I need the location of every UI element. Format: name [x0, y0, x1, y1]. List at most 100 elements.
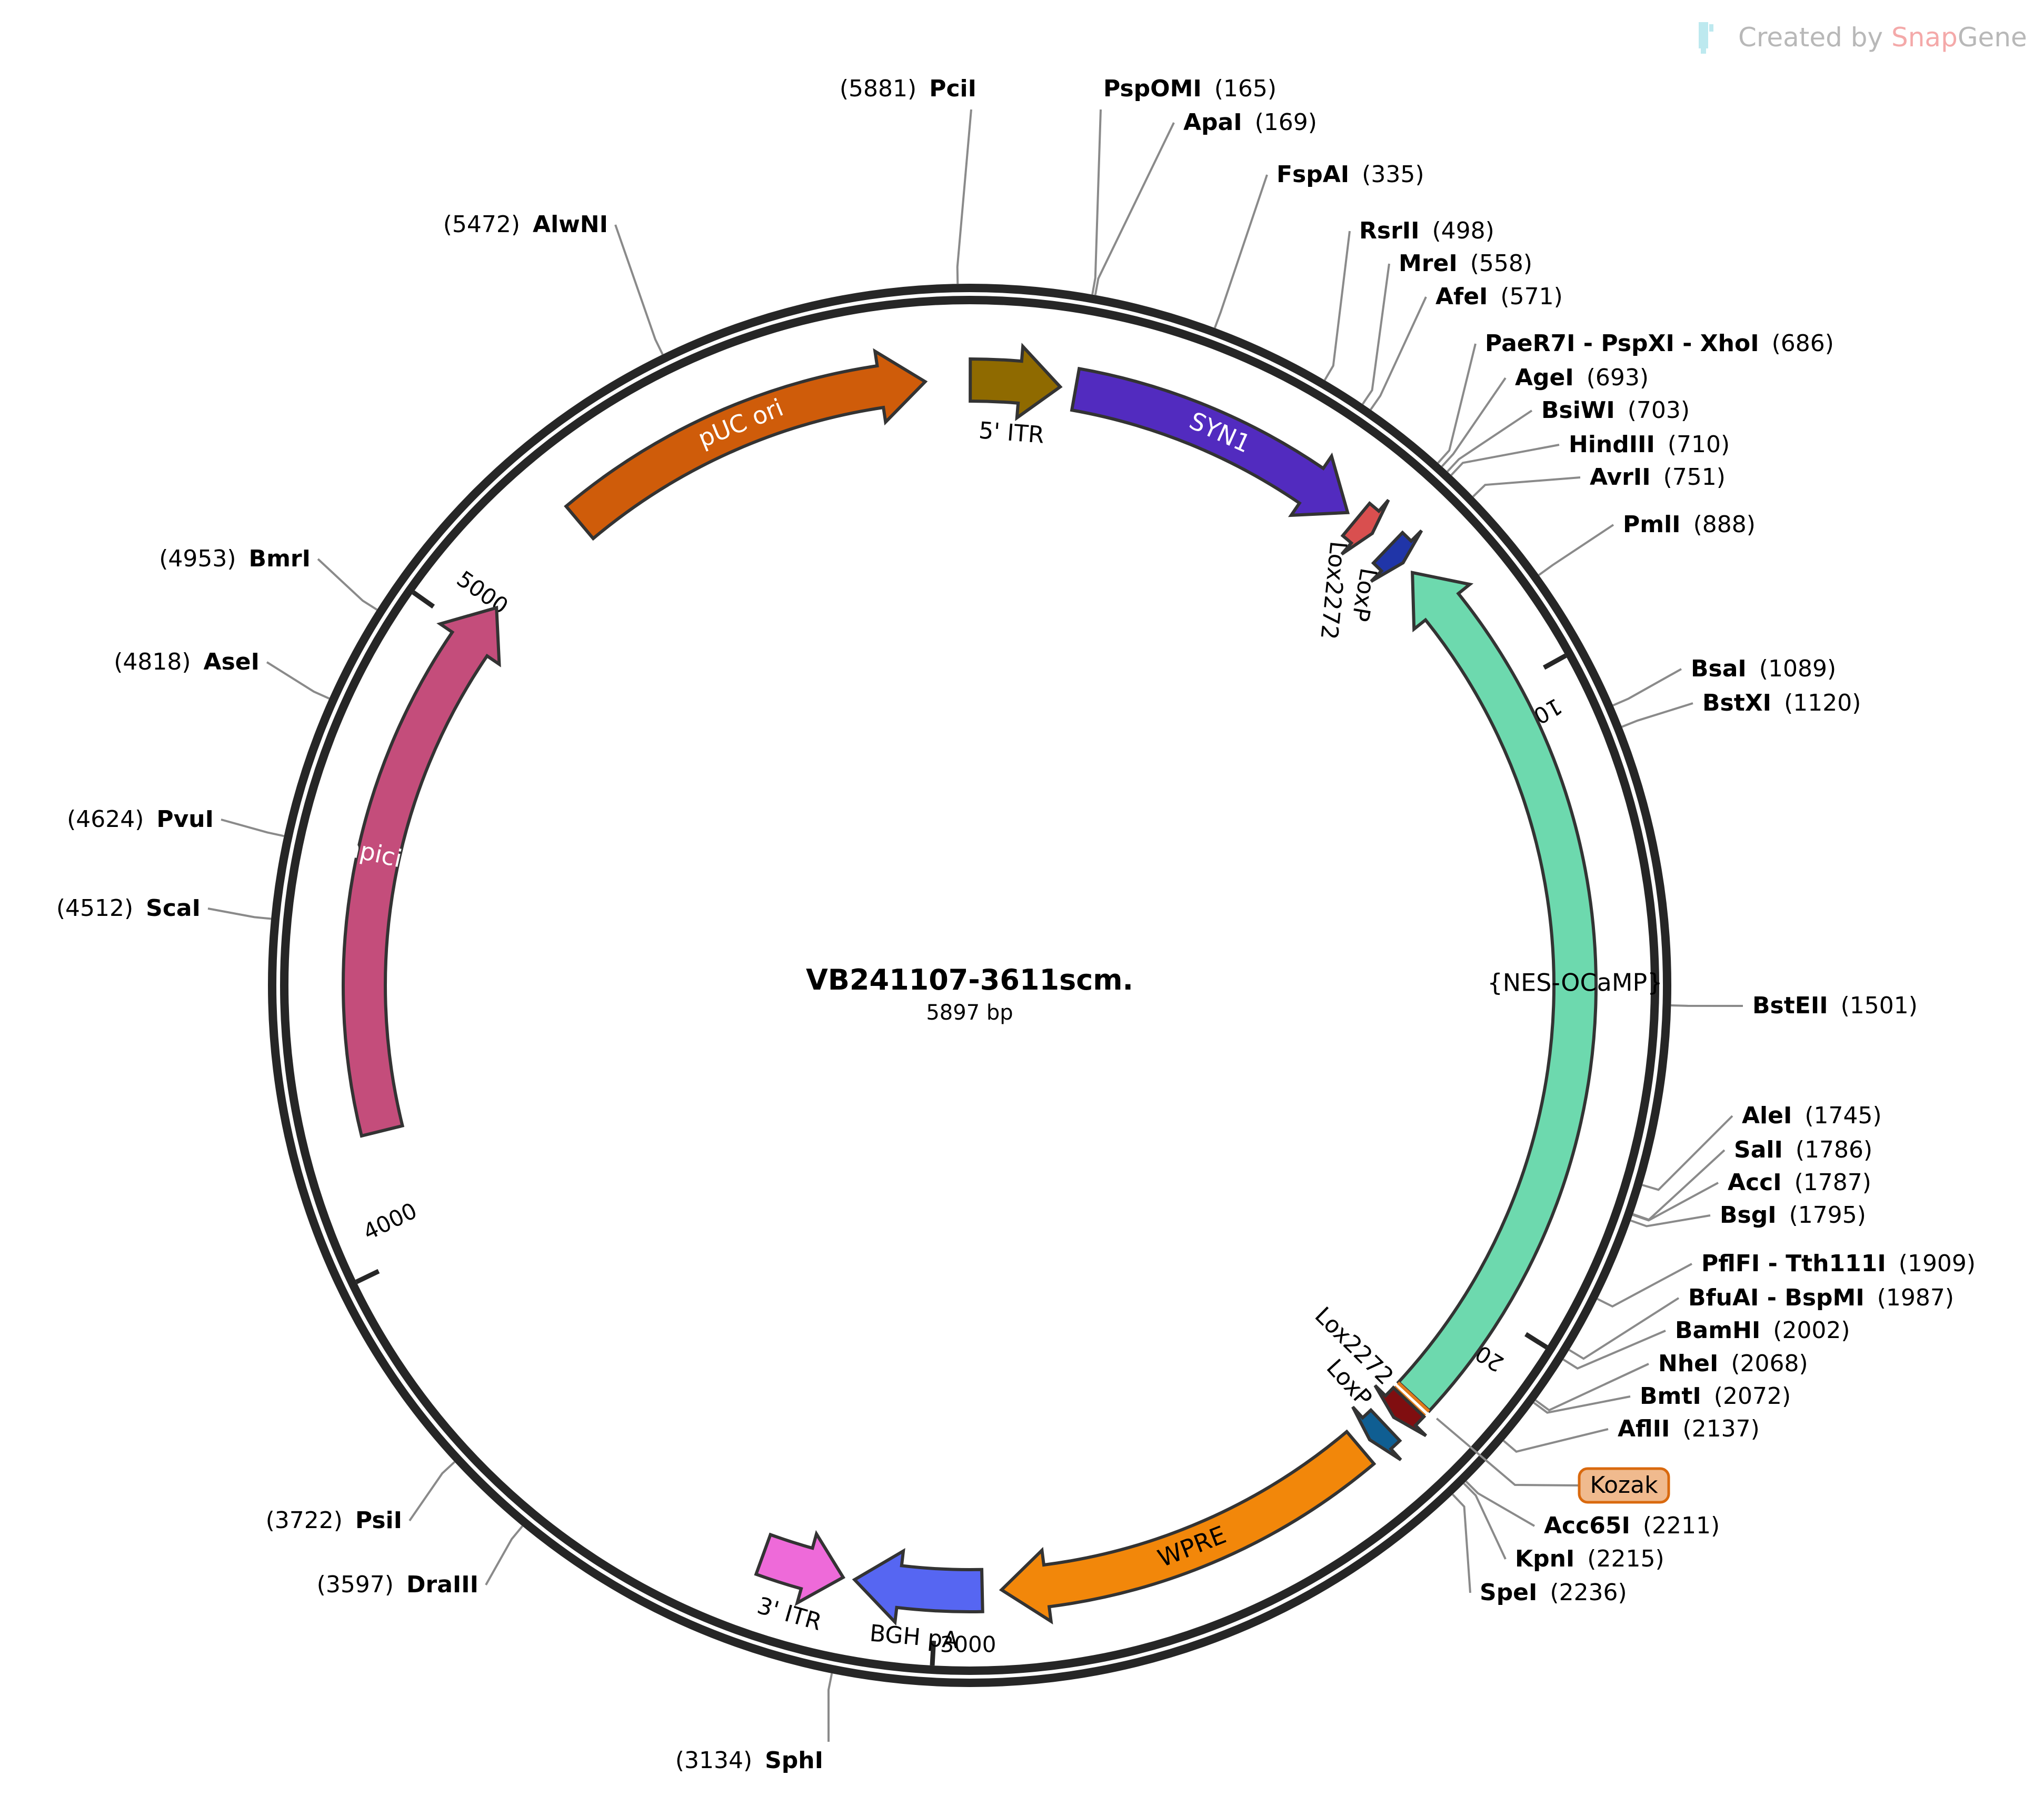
site-bsteii-position: (1501): [1841, 992, 1918, 1019]
site-pmli-position: (888): [1693, 511, 1756, 538]
site-bsteii-label[interactable]: BstEII (1501): [1752, 992, 1918, 1019]
site-psii-name: PsiI: [355, 1507, 402, 1534]
site-alei-label[interactable]: AleI(1745): [1742, 1102, 1882, 1129]
feature-puc-ori-12[interactable]: [564, 348, 928, 541]
site-scai-leader: [207, 907, 272, 920]
site-pvui-label[interactable]: (4624)PvuI: [67, 806, 214, 833]
site-sphi-name: SphI: [765, 1747, 823, 1774]
site-bstxi-leader: [1621, 702, 1693, 728]
site-apai-leader: [1094, 122, 1175, 295]
site-alwni-label[interactable]: (5472)AlwNI: [443, 211, 608, 238]
site-pmli-label[interactable]: PmlI (888): [1623, 511, 1756, 538]
backbone-inner-strand: [280, 296, 1659, 1675]
tick-label-4000: 4000: [359, 1198, 421, 1245]
site-acci-position: (1787): [1794, 1169, 1871, 1196]
site-bsiwi-label[interactable]: BsiWI (703): [1541, 397, 1690, 424]
site-afei-label[interactable]: AfeI(571): [1435, 283, 1563, 310]
site-bsgi-name: BsgI: [1720, 1202, 1777, 1229]
site-bsgi-label[interactable]: BsgI (1795): [1720, 1202, 1866, 1229]
tick-mark-1000: [1542, 653, 1567, 670]
site-psii-leader: [408, 1461, 455, 1522]
feature-3-itr-10[interactable]: [754, 1530, 845, 1607]
kozak-callout-box[interactable]: [1578, 1467, 1670, 1504]
site-bmti-label[interactable]: BmtI(2072): [1640, 1383, 1791, 1410]
site-bsai-label[interactable]: BsaI(1089): [1691, 655, 1836, 682]
site-sphi-label[interactable]: (3134)SphI: [675, 1747, 823, 1774]
site-pcii-label[interactable]: (5881)PciI: [840, 75, 976, 102]
site-bstxi-label[interactable]: BstXI(1120): [1702, 690, 1861, 716]
feature-lox2272-2[interactable]: [1340, 498, 1390, 556]
feature-loxp-7[interactable]: [1351, 1405, 1402, 1461]
site-asei-name: AseI: [204, 648, 260, 675]
site-rsrii-label[interactable]: RsrII (498): [1359, 217, 1494, 244]
site-bsiwi-leader: [1447, 410, 1533, 473]
site-bstxi-name: BstXI: [1702, 690, 1771, 716]
site-aflii-label[interactable]: AflII(2137): [1618, 1415, 1760, 1442]
feature-wpre-8[interactable]: [999, 1429, 1377, 1625]
site-draiii-name: DraIII: [406, 1571, 478, 1598]
feature-bgh-pa-9[interactable]: [852, 1548, 984, 1626]
site-bsiwi-position: (703): [1628, 397, 1690, 424]
site-bsiwi-name: BsiWI: [1541, 397, 1615, 424]
site-sali-label[interactable]: SalI(1786): [1734, 1136, 1872, 1163]
site-sali-position: (1786): [1796, 1136, 1872, 1163]
site-mrei-label[interactable]: MreI (558): [1399, 250, 1532, 277]
site-rsrii-leader: [1323, 231, 1351, 381]
tick-mark-4000: [355, 1269, 380, 1284]
site-agei-position: (693): [1587, 364, 1649, 391]
site-pvui-name: PvuI: [156, 806, 214, 833]
site-pflfi-tth111i-label[interactable]: PflFI - Tth111I(1909): [1701, 1250, 1976, 1277]
site-acci-label[interactable]: AccI(1787): [1728, 1169, 1871, 1196]
site-spei-leader: [1452, 1493, 1471, 1593]
site-bamhi-label[interactable]: BamHI(2002): [1675, 1317, 1850, 1344]
feature-ampicillin-11[interactable]: [342, 605, 501, 1138]
site-fspai-label[interactable]: FspAI(335): [1277, 161, 1424, 188]
site-kpni-label[interactable]: KpnI(2215): [1515, 1545, 1664, 1572]
site-mrei-name: MreI: [1399, 250, 1458, 277]
site-nhei-position: (2068): [1731, 1350, 1808, 1377]
site-spei-label[interactable]: SpeI(2236): [1480, 1579, 1627, 1606]
site-scai-label[interactable]: (4512)ScaI: [56, 895, 201, 922]
feature-bgh-pa-9-label: BGH pA: [869, 1620, 959, 1654]
site-labels-layer: (5881)PciI PspOMI(165) ApaI(169) FspAI(335)…: [56, 75, 1976, 1774]
site-bamhi-leader: [1562, 1330, 1666, 1370]
site-rsrii-name: RsrII: [1359, 217, 1420, 244]
site-bmti-position: (2072): [1714, 1383, 1791, 1410]
site-mrei-position: (558): [1470, 250, 1532, 277]
site-pspomi-label[interactable]: PspOMI(165): [1103, 75, 1277, 102]
site-draiii-label[interactable]: (3597)DraIII: [317, 1571, 478, 1598]
site-apai-label[interactable]: ApaI(169): [1183, 109, 1317, 136]
site-nhei-name: NheI: [1658, 1350, 1718, 1377]
site-agei-label[interactable]: AgeI (693): [1515, 364, 1649, 391]
site-bmti-leader: [1533, 1395, 1631, 1414]
site-agei-name: AgeI: [1515, 364, 1574, 391]
feature-5-itr-0[interactable]: [969, 343, 1063, 421]
site-draiii-leader: [485, 1525, 524, 1585]
site-bsgi-position: (1795): [1789, 1202, 1866, 1229]
site-rsrii-position: (498): [1432, 217, 1494, 244]
site-pspomi-leader: [1091, 109, 1102, 295]
site-hindiii-leader: [1450, 444, 1560, 476]
site-asei-label[interactable]: (4818)AseI: [114, 648, 260, 675]
site-nhei-leader: [1534, 1363, 1649, 1412]
site-spei-name: SpeI: [1480, 1579, 1537, 1606]
site-bfuai-bspmi-label[interactable]: BfuAI - BspMI(1987): [1688, 1284, 1954, 1311]
site-paer7i-pspxi-xhoi-label[interactable]: PaeR7I - PspXI - XhoI(686): [1485, 330, 1834, 357]
site-mrei-leader: [1361, 263, 1390, 405]
feature-syn1-1[interactable]: [1070, 366, 1350, 517]
site-bmri-label[interactable]: (4953)BmrI: [159, 545, 311, 572]
site-acc65i-leader: [1465, 1480, 1536, 1527]
site-alei-leader: [1642, 1115, 1733, 1191]
feature-loxp-3[interactable]: [1370, 529, 1423, 583]
site-hindiii-label[interactable]: HindIII(710): [1569, 431, 1730, 458]
site-paer7i-pspxi-xhoi-leader: [1437, 343, 1477, 464]
site-paer7i-pspxi-xhoi-name: PaeR7I - PspXI - XhoI: [1485, 330, 1759, 357]
feature-lox2272-6[interactable]: [1373, 1384, 1428, 1438]
site-nhei-label[interactable]: NheI (2068): [1658, 1350, 1808, 1377]
site-acc65i-label[interactable]: Acc65I(2211): [1544, 1512, 1720, 1539]
site-bsteii-name: BstEII: [1752, 992, 1828, 1019]
site-avrii-label[interactable]: AvrII(751): [1590, 464, 1726, 491]
site-psii-label[interactable]: (3722)PsiI: [266, 1507, 402, 1534]
site-pmli-name: PmlI: [1623, 511, 1681, 538]
backbone: [268, 284, 1671, 1687]
